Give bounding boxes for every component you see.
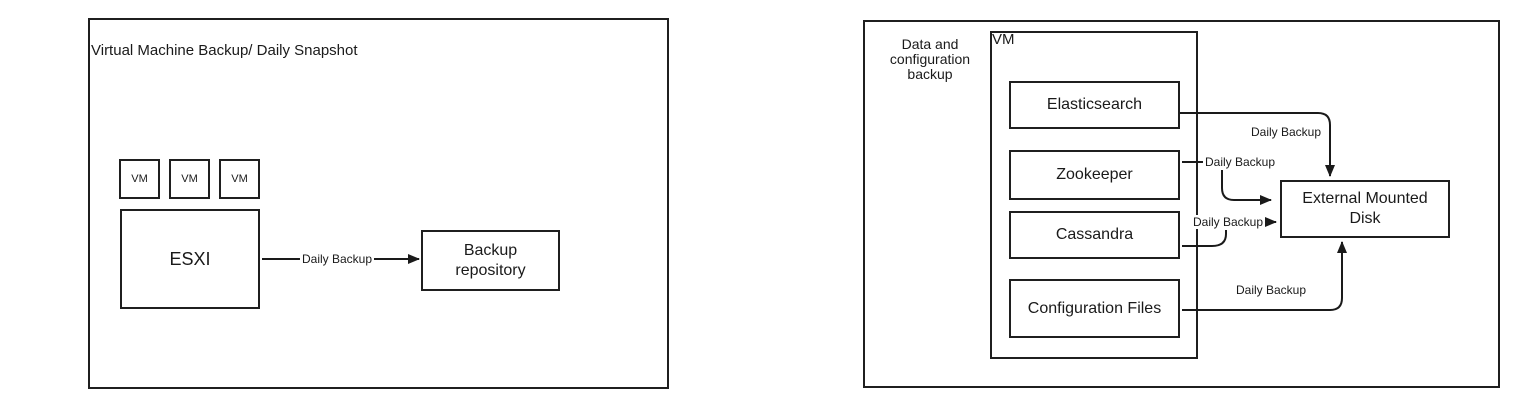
vm-node-2-label: VM: [181, 173, 198, 185]
external-mounted-disk-label: External Mounted Disk: [1302, 190, 1428, 227]
connector-label-cassandra-daily-backup: Daily Backup: [1190, 215, 1266, 229]
vm-node-3: VM: [219, 159, 260, 199]
service-node-zookeeper: Zookeeper: [1009, 150, 1180, 200]
external-mounted-disk-node: External Mounted Disk: [1280, 180, 1450, 238]
connector-label-configuration-files-daily-backup: Daily Backup: [1233, 283, 1309, 297]
connector-label-elasticsearch-daily-backup: Daily Backup: [1248, 125, 1324, 139]
service-label-elasticsearch: Elasticsearch: [1046, 96, 1143, 113]
vm-node-1-label: VM: [131, 173, 148, 185]
service-node-elasticsearch: Elasticsearch: [1009, 81, 1180, 129]
connector-label-esxi-daily-backup: Daily Backup: [299, 252, 375, 266]
backup-repository-label: Backup repository: [455, 241, 526, 279]
service-label-configuration-files: Configuration Files: [1027, 299, 1162, 317]
service-label-zookeeper: Zookeeper: [1056, 166, 1133, 183]
vm-backup-panel-title: Virtual Machine Backup/ Daily Snapshot: [91, 42, 358, 59]
esxi-node: ESXI: [120, 209, 260, 309]
vm-backup-panel: [88, 18, 669, 389]
vm-node-2: VM: [169, 159, 210, 199]
backup-repository-node: Backup repository: [421, 230, 560, 291]
vm-group-label: VM: [992, 31, 1015, 48]
service-node-cassandra: Cassandra: [1009, 211, 1180, 259]
esxi-node-label: ESXI: [169, 248, 211, 269]
service-label-cassandra: Cassandra: [1055, 226, 1134, 243]
service-node-configuration-files: Configuration Files: [1009, 279, 1180, 338]
connector-label-zookeeper-daily-backup: Daily Backup: [1202, 155, 1278, 169]
vm-node-3-label: VM: [231, 173, 248, 185]
data-config-backup-caption: Data and configuration backup: [889, 36, 971, 82]
vm-node-1: VM: [119, 159, 160, 199]
